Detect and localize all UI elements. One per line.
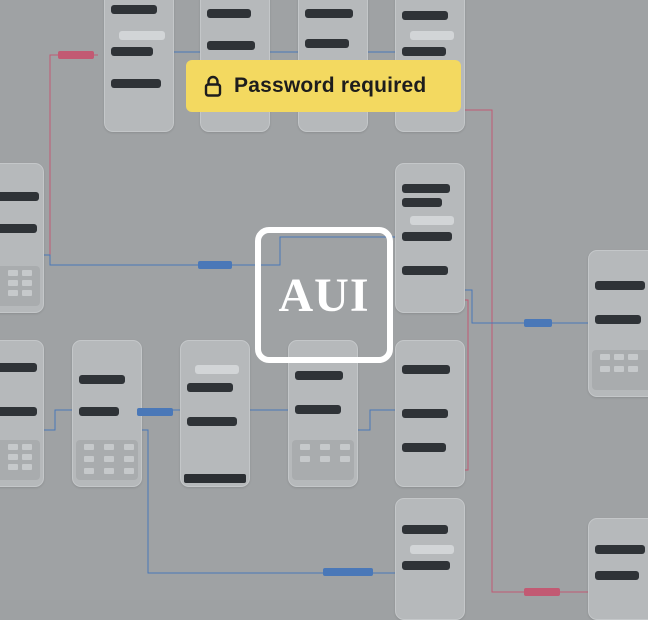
connector-tag [58, 51, 94, 59]
aui-logo: AUI [255, 227, 393, 363]
connector-tag [323, 568, 373, 576]
flow-screen [180, 340, 250, 487]
flow-screen [72, 340, 142, 487]
password-required-badge: Password required [186, 60, 461, 112]
flow-screen [395, 340, 465, 487]
aui-logo-text: AUI [278, 268, 370, 322]
flow-screen [395, 498, 465, 620]
flow-screen [588, 518, 648, 620]
flow-screen [588, 250, 648, 397]
flow-screen [0, 163, 44, 313]
flow-screen [288, 340, 358, 487]
lock-icon [204, 75, 222, 97]
connector-tag [137, 408, 173, 416]
connector-tag [524, 588, 560, 596]
connector-tag [198, 261, 232, 269]
password-required-label: Password required [234, 74, 427, 97]
connector-tag [524, 319, 552, 327]
flow-screen [395, 163, 465, 313]
flow-screen [0, 340, 44, 487]
flow-screen [104, 0, 174, 132]
